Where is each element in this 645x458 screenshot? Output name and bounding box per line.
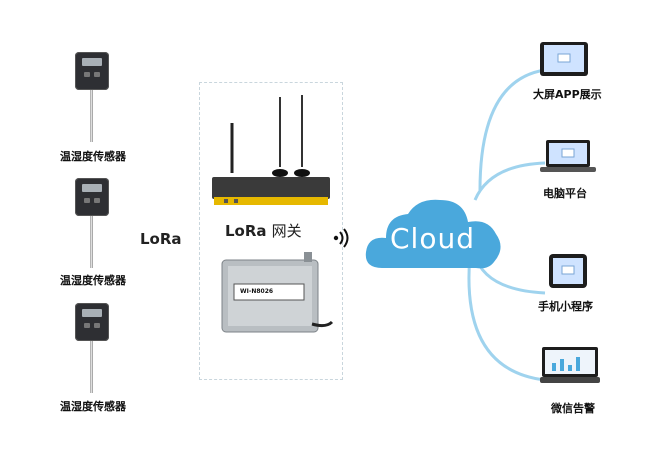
output-label-1: 大屏APP展示 <box>533 88 602 101</box>
output-label-2: 电脑平台 <box>543 187 587 200</box>
gateway-label: LoRa 网关 <box>225 220 302 241</box>
lora-logo-left: LoRa <box>140 230 182 248</box>
monitor-icon <box>540 347 600 383</box>
lora-logo-gateway: LoRa <box>225 222 267 240</box>
tablet-icon <box>540 42 588 76</box>
sensor-label-3: 温湿度传感器 <box>60 400 126 413</box>
sensor-2 <box>75 178 109 318</box>
router-image <box>212 95 330 205</box>
sensor-label-2: 温湿度传感器 <box>60 274 126 287</box>
cloud-label: Cloud <box>390 222 475 255</box>
sensor-3 <box>75 303 109 443</box>
gateway-frame <box>199 82 343 380</box>
wireless-signal-icon <box>333 228 349 248</box>
enclosure-image <box>221 252 334 333</box>
laptop-icon <box>540 140 596 172</box>
sensor-1 <box>75 52 109 192</box>
gateway-suffix: 网关 <box>271 222 302 240</box>
phone-icon <box>549 254 587 288</box>
output-label-3: 手机小程序 <box>538 300 593 313</box>
sensor-label-1: 温湿度传感器 <box>60 150 126 163</box>
device-model: WI-N8026 <box>240 288 274 295</box>
output-label-4: 微信告警 <box>551 402 595 415</box>
cloud-shape <box>365 199 501 269</box>
